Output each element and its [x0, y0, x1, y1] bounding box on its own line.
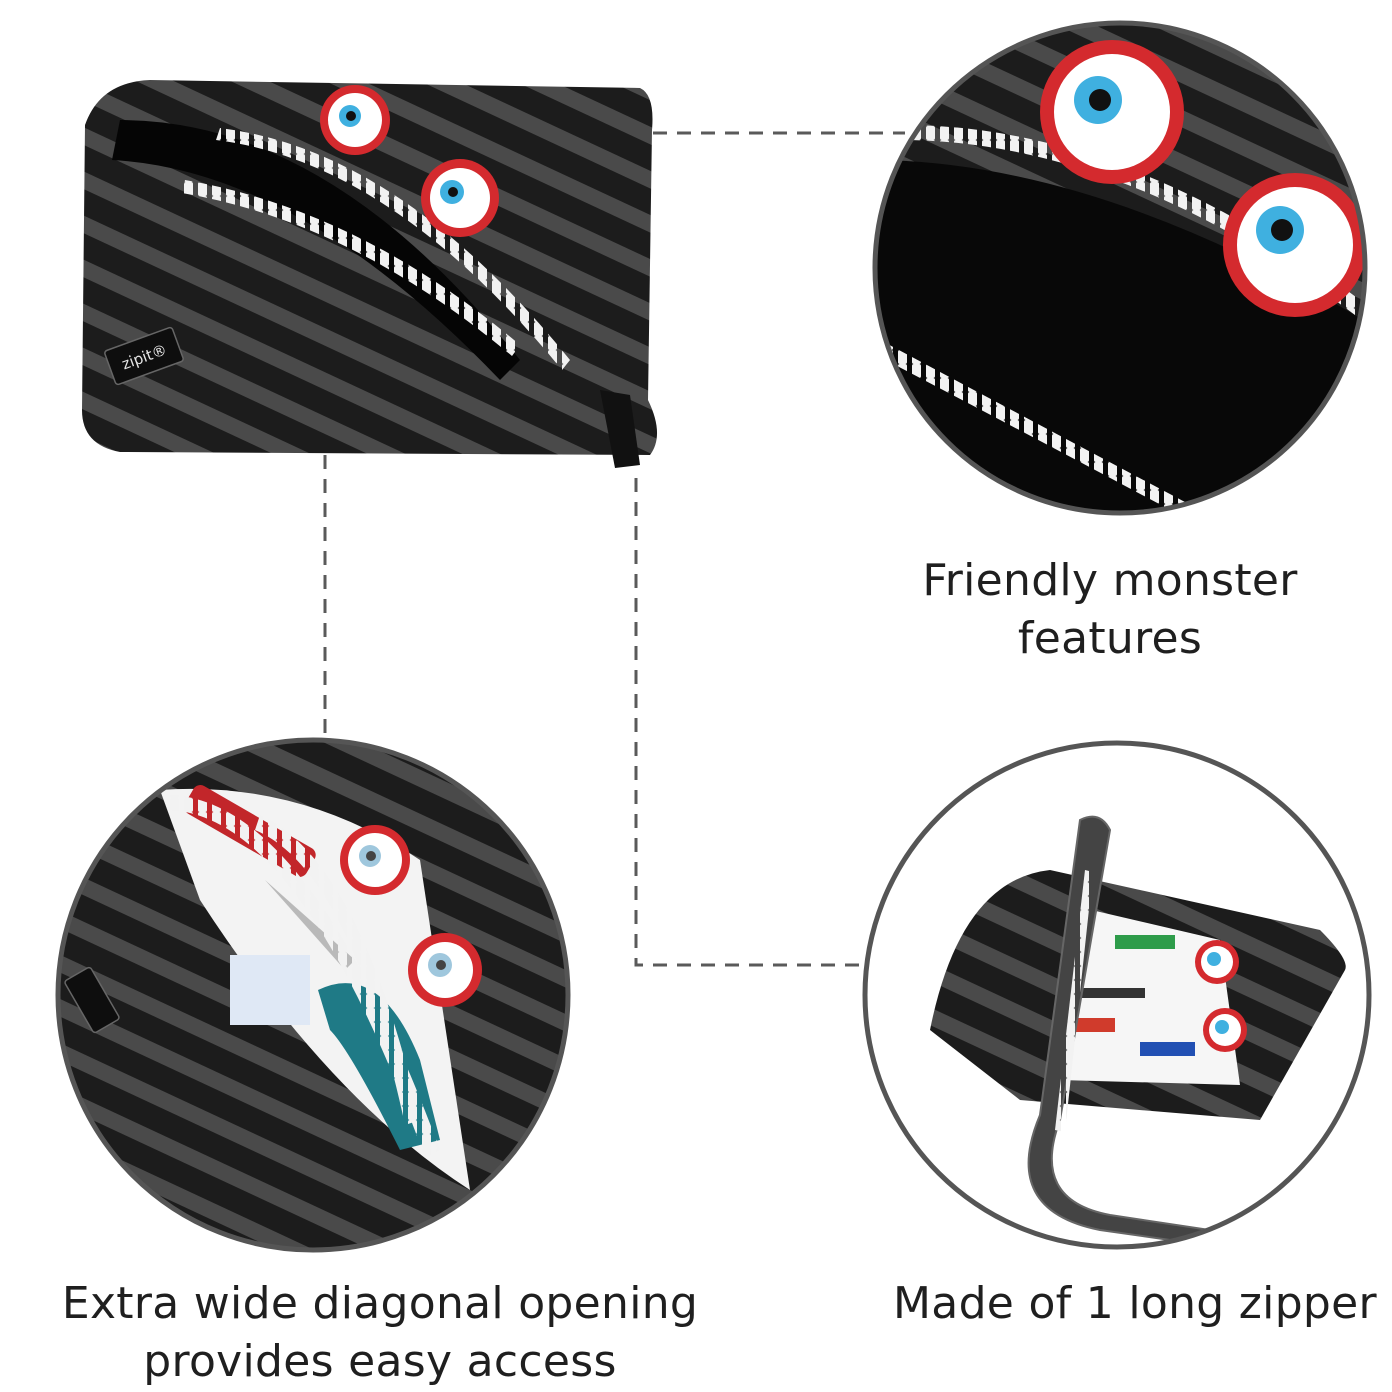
monster-eye-icon: [1203, 1008, 1247, 1052]
detail-circle-diagonal-opening: [55, 737, 571, 1253]
connector-lines: [323, 131, 905, 967]
caption-line: Friendly monster: [922, 555, 1298, 606]
monster-eye-icon: [1223, 173, 1365, 317]
monster-eye-icon: [1195, 940, 1239, 984]
monster-eye-icon: [1040, 40, 1184, 184]
detail-circle-monster-features: [872, 20, 1368, 516]
caption-line: features: [1017, 613, 1203, 664]
caption-long-zipper: Made of 1 long zipper: [880, 1275, 1390, 1333]
caption-line: provides easy access: [143, 1336, 617, 1387]
detail-circle-long-zipper: [862, 740, 1372, 1250]
caption-line: Extra wide diagonal opening: [61, 1278, 699, 1329]
monster-eye-icon: [320, 85, 390, 155]
monster-eye-icon: [408, 933, 482, 1007]
caption-monster-features: Friendly monster features: [880, 552, 1340, 668]
monster-eye-icon: [421, 159, 499, 237]
caption-line: Made of 1 long zipper: [893, 1278, 1377, 1329]
caption-diagonal-opening: Extra wide diagonal opening provides eas…: [40, 1275, 720, 1391]
monster-eye-icon: [340, 825, 410, 895]
main-pouch: zipit®: [82, 80, 658, 468]
